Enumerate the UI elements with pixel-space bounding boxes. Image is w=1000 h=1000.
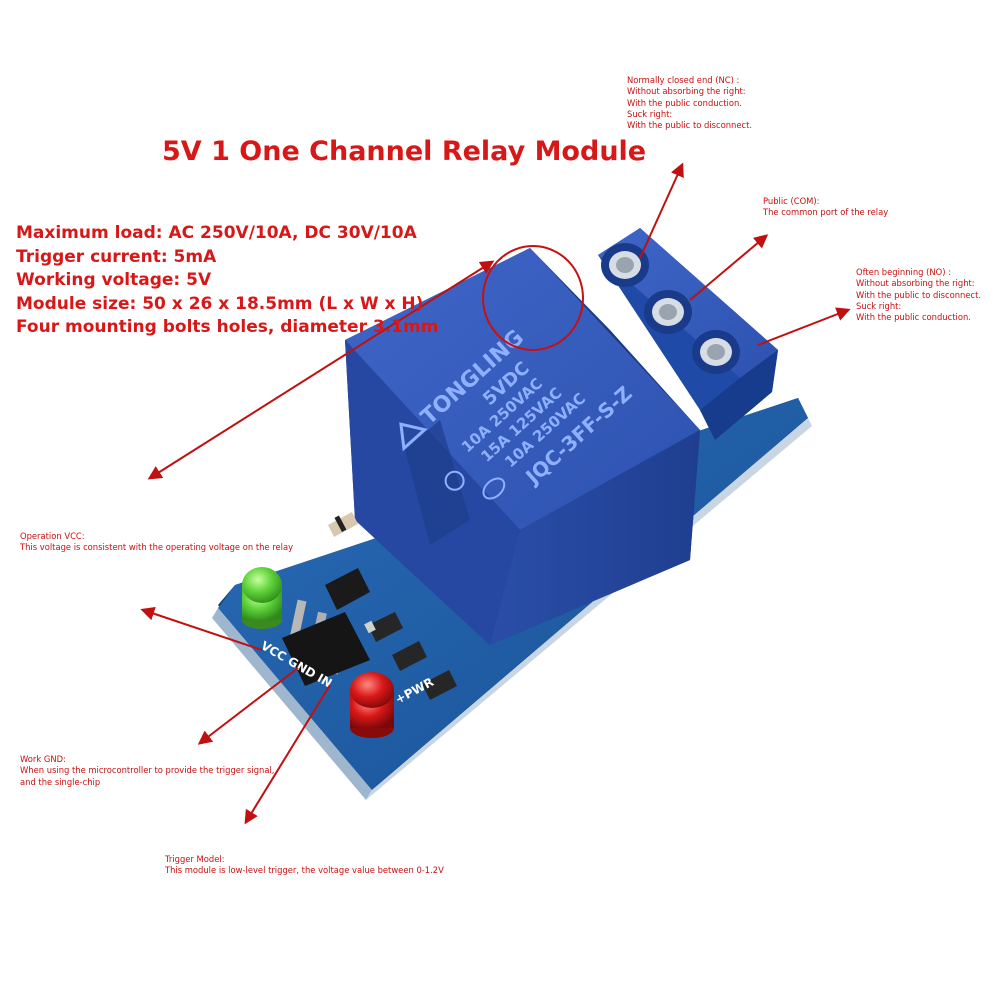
- note-nc: Normally closed end (NC) : Without absor…: [627, 75, 752, 131]
- note-vcc-line: This voltage is consistent with the oper…: [20, 542, 294, 553]
- note-no-line: With the public to disconnect.: [856, 289, 982, 300]
- terminal-screw-com: [644, 290, 692, 334]
- resistor-3: [422, 670, 457, 700]
- terminal-screw-nc: [601, 243, 649, 287]
- annotation-arrows: [140, 162, 851, 825]
- cqc-mark-icon: [482, 477, 506, 500]
- arrow-spec-to-relay: [147, 260, 495, 480]
- arrow-com: [689, 234, 769, 301]
- note-nc-line: With the public to disconnect.: [627, 120, 753, 131]
- note-gnd: Work GND: When using the microcontroller…: [20, 754, 274, 788]
- led-green: [242, 567, 282, 629]
- led-red: [350, 672, 394, 738]
- note-no-line: Without absorbing the right:: [856, 278, 975, 289]
- resistor-1: [364, 612, 403, 642]
- transistor: [325, 568, 370, 610]
- terminal-screw-no: [692, 330, 740, 374]
- note-trigger: Trigger Model: This module is low-level …: [165, 854, 444, 877]
- note-vcc-heading: Operation VCC:: [20, 531, 85, 541]
- arrow-no: [757, 307, 851, 346]
- note-nc-heading: Normally closed end (NC) :: [627, 75, 740, 85]
- note-trigger-line: This module is low-level trigger, the vo…: [165, 865, 444, 876]
- arrow-gnd: [197, 667, 299, 745]
- pin-vcc: [288, 599, 307, 645]
- arrow-trigger: [244, 684, 331, 825]
- arrow-nc: [639, 162, 684, 259]
- note-vcc: Operation VCC: This voltage is consisten…: [20, 531, 293, 554]
- note-nc-line: Without absorbing the right:: [627, 86, 746, 97]
- spec-working-voltage: Working voltage: 5V: [16, 270, 212, 290]
- note-com-line: The common port of the relay: [763, 207, 889, 218]
- spec-max-load: Maximum load: AC 250V/10A, DC 30V/10A: [16, 223, 417, 243]
- note-gnd-line: and the single-chip: [20, 776, 101, 787]
- note-no-line: With the public conduction.: [856, 312, 971, 323]
- note-no: Often beginning (NO) : Without absorbing…: [856, 267, 981, 323]
- note-nc-line: With the public conduction.: [627, 97, 742, 108]
- note-nc-line: Suck right:: [627, 108, 673, 119]
- resistor-2: [392, 641, 427, 671]
- note-com: Public (COM): The common port of the rel…: [763, 196, 888, 219]
- screw-terminal-block: [598, 228, 778, 440]
- arrow-vcc: [140, 606, 263, 651]
- note-com-heading: Public (COM):: [763, 196, 820, 206]
- note-no-line: Suck right:: [856, 300, 902, 311]
- note-gnd-line: When using the microcontroller to provid…: [20, 765, 275, 776]
- note-trigger-heading: Trigger Model:: [165, 854, 225, 864]
- header-pins: [282, 599, 370, 686]
- spec-list: Maximum load: AC 250V/10A, DC 30V/10A Tr…: [16, 222, 438, 340]
- note-no-heading: Often beginning (NO) :: [856, 267, 952, 277]
- diode: [328, 512, 358, 537]
- spec-module-size: Module size: 50 x 26 x 18.5mm (L x W x H…: [16, 293, 424, 314]
- note-gnd-heading: Work GND:: [20, 754, 66, 764]
- page-title: 5V 1 One Channel Relay Module: [162, 136, 647, 167]
- spec-trigger-current: Trigger current: 5mA: [16, 246, 217, 267]
- spec-mounting-holes: Four mounting bolts holes, diameter 3.1m…: [16, 317, 439, 337]
